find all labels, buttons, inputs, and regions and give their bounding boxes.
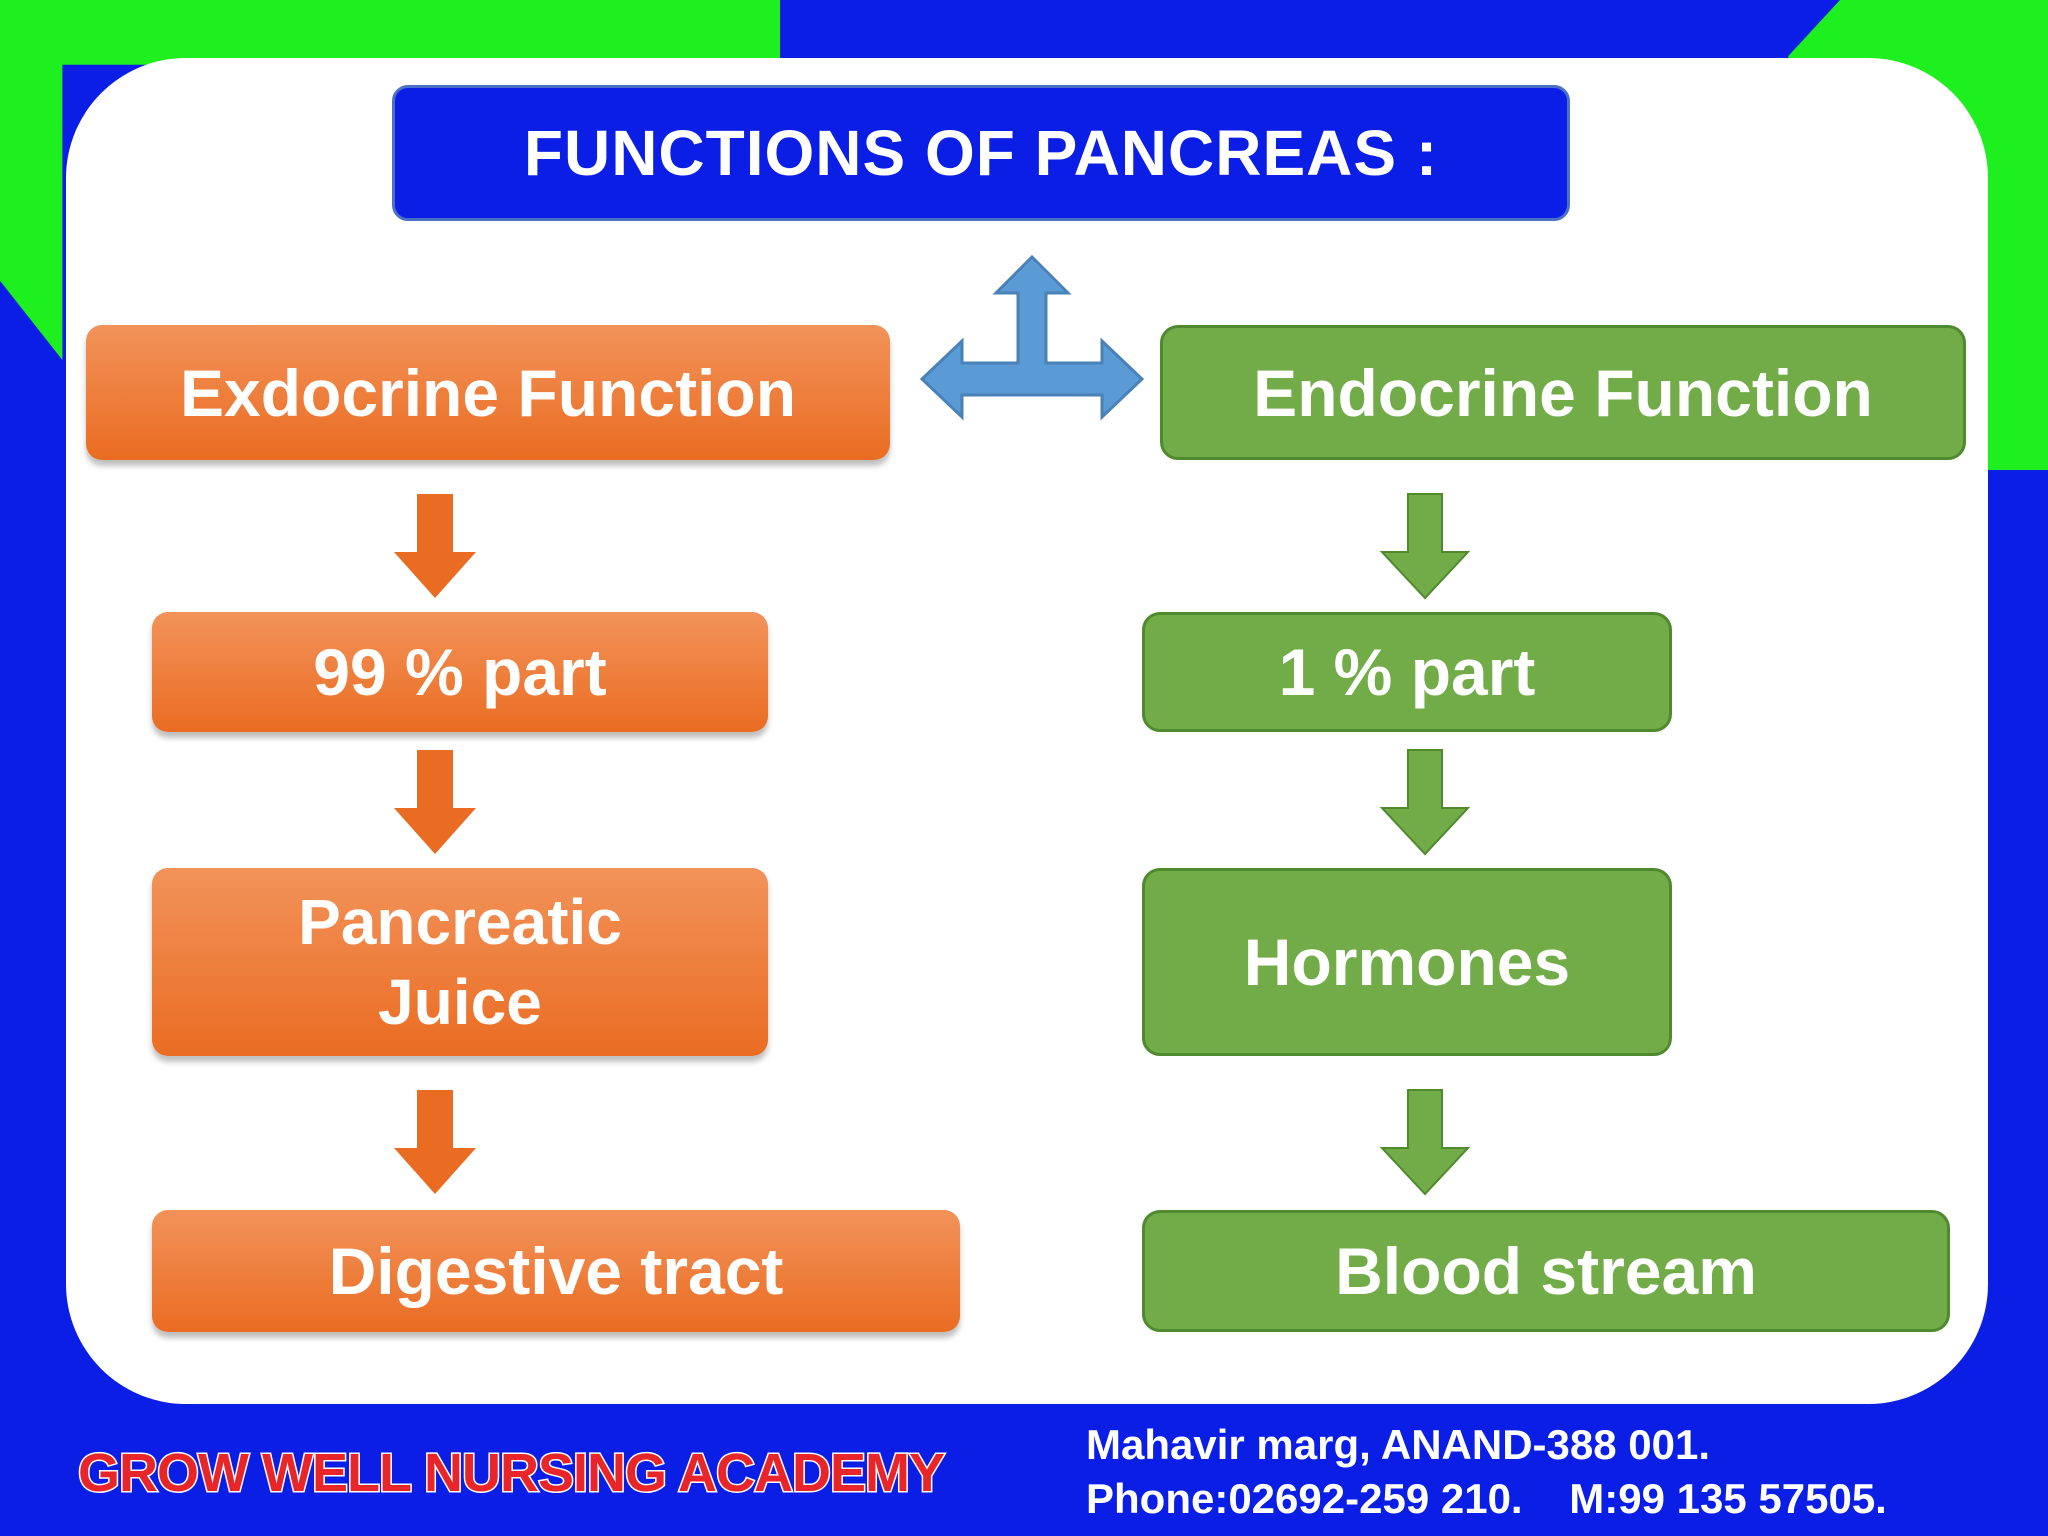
endocrine-function-box: Endocrine Function (1160, 325, 1966, 460)
three-way-arrow-icon (919, 254, 1145, 421)
pancreatic-juice-box: Pancreatic Juice (152, 868, 768, 1056)
hormones-box: Hormones (1142, 868, 1672, 1056)
endocrine-part-box: 1 % part (1142, 612, 1672, 732)
arrow-down-icon (1379, 749, 1471, 856)
diagram-title: FUNCTIONS OF PANCREAS : (392, 85, 1570, 221)
digestive-tract-box: Digestive tract (152, 1210, 960, 1332)
academy-mobile: M:99 135 57505. (1569, 1475, 1887, 1522)
academy-contact: Mahavir marg, ANAND-388 001. Phone:02692… (1086, 1418, 1887, 1526)
pancreatic-juice-line-2: Juice (378, 966, 542, 1038)
academy-name: GROW WELL NURSING ACADEMY (77, 1442, 947, 1505)
academy-address: Mahavir marg, ANAND-388 001. (1086, 1421, 1711, 1468)
pancreatic-juice-line-1: Pancreatic (298, 886, 622, 958)
exocrine-part-box: 99 % part (152, 612, 768, 732)
academy-phone: Phone:02692-259 210. (1086, 1475, 1523, 1522)
blood-stream-box: Blood stream (1142, 1210, 1950, 1332)
arrow-down-icon (1379, 1089, 1471, 1196)
exocrine-function-box: Exdocrine Function (86, 325, 890, 460)
arrow-down-icon (394, 494, 476, 598)
arrow-down-icon (394, 1090, 476, 1194)
arrow-down-icon (1379, 493, 1471, 600)
arrow-down-icon (394, 750, 476, 854)
